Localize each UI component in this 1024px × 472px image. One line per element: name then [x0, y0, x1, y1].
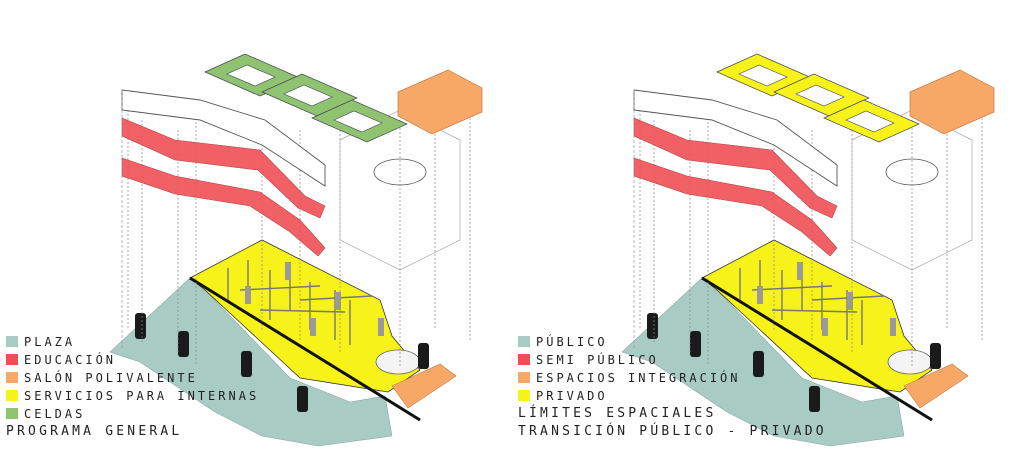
round-court [887, 349, 933, 375]
celdas-courtyard [795, 84, 845, 107]
educacion-floor-upper [633, 117, 838, 219]
diagram-title-transicion: TRANSICIÓN PÚBLICO - PRIVADO [518, 424, 827, 439]
salon-ground [391, 363, 457, 409]
stair-cylinder [241, 351, 252, 377]
celdas-courtyard [226, 64, 276, 87]
concrete-column [245, 286, 251, 304]
legend-swatch [6, 408, 18, 419]
legend-item-semi-publico: SEMI PÚBLICO [518, 352, 827, 367]
legend-item-educacion: EDUCACIÓN [6, 352, 259, 367]
stair-cylinder [135, 313, 146, 339]
legend-label: CELDAS [24, 406, 86, 421]
legend-swatch [518, 372, 530, 383]
legend-label: SERVICIOS PARA INTERNAS [24, 388, 260, 403]
axonometric-drawing [109, 53, 483, 447]
legend-swatch [6, 354, 18, 365]
legend-swatch [6, 390, 18, 401]
stair-cylinder [809, 386, 820, 412]
axonometric-drawing [621, 53, 995, 447]
legend-label: SEMI PÚBLICO [536, 352, 659, 367]
legend-item-publico: PÚBLICO [518, 334, 827, 349]
concrete-column [890, 318, 896, 336]
educacion-floor-upper [121, 117, 326, 219]
round-court [375, 349, 421, 375]
educacion-floor-lower [633, 157, 838, 257]
ground-edge-line [701, 276, 933, 422]
legend: PÚBLICO SEMI PÚBLICO ESPACIOS INTEGRACIÓ… [518, 334, 827, 442]
celdas-courtyard [738, 64, 788, 87]
salon-ground [903, 363, 969, 409]
legend-label: ESPACIOS INTEGRACIÓN [536, 370, 741, 385]
legend-item-espacios-integracion: ESPACIOS INTEGRACIÓN [518, 370, 827, 385]
diagram-transicion-publico-privado: PÚBLICO SEMI PÚBLICO ESPACIOS INTEGRACIÓ… [512, 0, 1024, 472]
celdas-courtyard [333, 110, 383, 133]
legend-item-plaza: PLAZA [6, 334, 259, 349]
educacion-floor-lower [121, 157, 326, 257]
stair-cylinder [178, 331, 189, 357]
legend-swatch [6, 372, 18, 383]
diagram-title-limites: LÍMITES ESPACIALES [518, 406, 717, 421]
legend-item-servicios: SERVICIOS PARA INTERNAS [6, 388, 259, 403]
concrete-column [285, 262, 291, 280]
celdas-courtyard [283, 84, 333, 107]
concrete-column [335, 292, 341, 310]
legend-item-privado: PRIVADO [518, 388, 827, 403]
interior-wall [239, 285, 321, 291]
bridge-structure [633, 89, 838, 187]
concrete-column [310, 318, 316, 336]
interior-wall [259, 309, 346, 313]
stair-cylinder [690, 331, 701, 357]
legend-swatch [518, 336, 530, 347]
legend-swatch [6, 336, 18, 347]
celdas-courtyard [845, 110, 895, 133]
legend-label: EDUCACIÓN [24, 352, 117, 367]
legend-swatch [518, 390, 530, 401]
concrete-column [797, 262, 803, 280]
stair-cylinder [418, 343, 429, 369]
legend-swatch [518, 354, 530, 365]
stair-cylinder [297, 386, 308, 412]
stair-cylinder [753, 351, 764, 377]
salon-polivalente-block [909, 69, 995, 135]
legend-label: SALÓN POLIVALENTE [24, 370, 198, 385]
stair-cylinder [930, 343, 941, 369]
legend-item-salon: SALÓN POLIVALENTE [6, 370, 259, 385]
tower-void [885, 158, 939, 186]
concrete-column [847, 292, 853, 310]
salon-polivalente-block [397, 69, 483, 135]
concrete-column [378, 318, 384, 336]
concrete-column [757, 286, 763, 304]
legend: PLAZA EDUCACIÓN SALÓN POLIVALENTE SERVIC… [6, 334, 259, 442]
tower-void [373, 158, 427, 186]
stair-cylinder [647, 313, 658, 339]
diagram-programa-general: PLAZA EDUCACIÓN SALÓN POLIVALENTE SERVIC… [6, 53, 483, 447]
interior-wall [751, 285, 833, 291]
legend-item-celdas: CELDAS [6, 406, 259, 421]
ground-edge-line [189, 276, 421, 422]
bridge-structure [121, 89, 326, 187]
diagram-title: PROGRAMA GENERAL [6, 424, 183, 439]
legend-label: PLAZA [24, 334, 76, 349]
interior-wall [771, 309, 858, 313]
legend-label: PRIVADO [536, 388, 608, 403]
legend-label: PÚBLICO [536, 334, 608, 349]
concrete-column [822, 318, 828, 336]
